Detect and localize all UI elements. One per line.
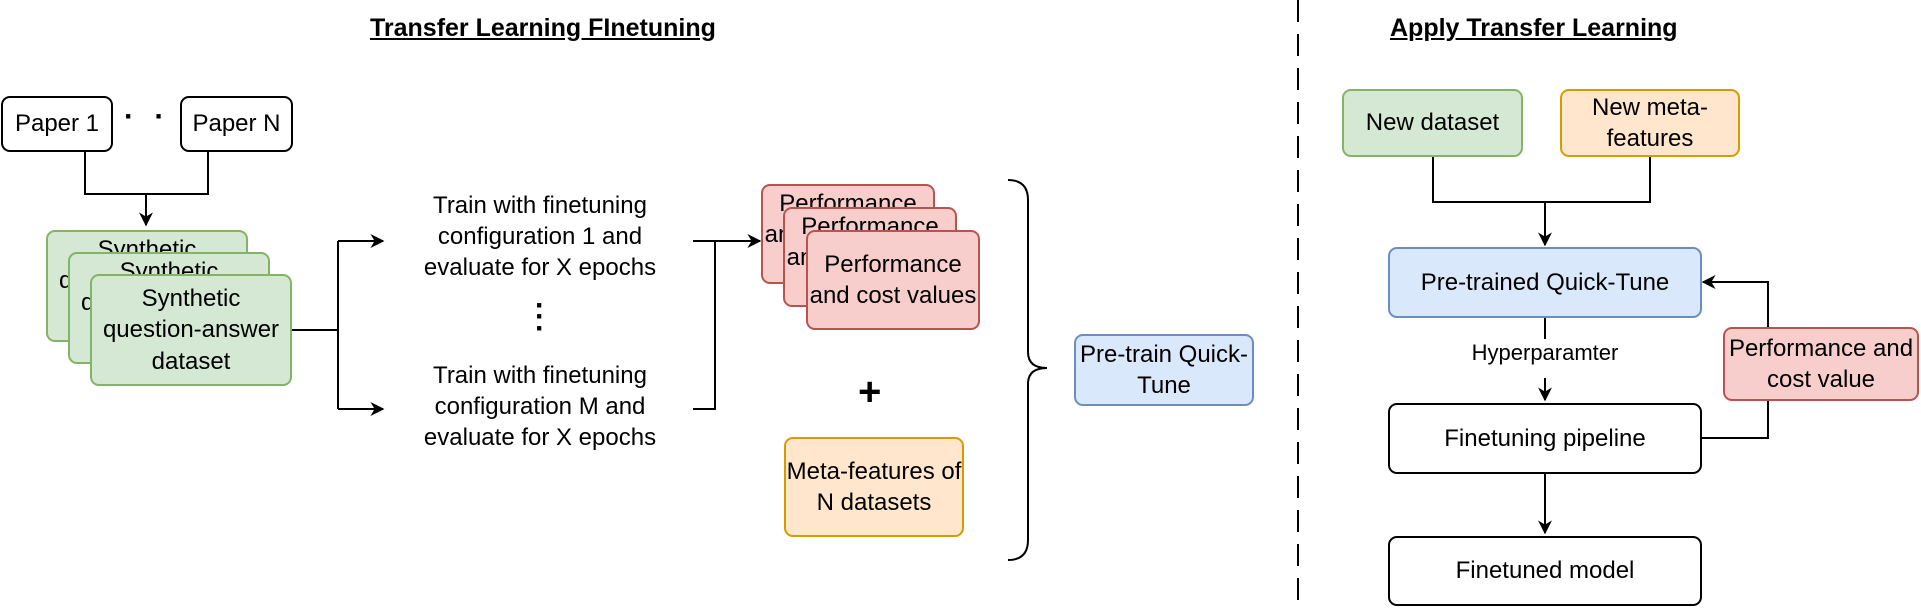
right-section-title: Apply Transfer Learning [1390, 14, 1678, 42]
finetuned-model-box: Finetuned model [1388, 536, 1702, 606]
finetuning-pipeline-box: Finetuning pipeline [1388, 403, 1702, 474]
train-config-bottom-label: Train with finetuning configuration M an… [423, 362, 657, 452]
pretrained-quicktune-box: Pre-trained Quick-Tune [1388, 247, 1702, 318]
left-section-title: Transfer Learning FInetuning [370, 14, 716, 42]
paper-first-box: Paper 1 [1, 96, 113, 152]
pretrain-quicktune-box: Pre-train Quick-Tune [1074, 334, 1254, 406]
paper-last-box: Paper N [180, 96, 293, 152]
hyperparameter-edge-label: Hyperparamter [1440, 339, 1650, 368]
summary-brace [1007, 179, 1048, 561]
new-inputs-to-pretrained-arrow [1432, 157, 1651, 245]
train-vertical-ellipsis: ··· [535, 289, 545, 345]
new-dataset-box: New dataset [1342, 89, 1523, 157]
papers-to-dataset-arrow [84, 150, 209, 225]
perf-cost-value-box: Performance and cost value [1723, 327, 1919, 401]
dataset-stack-front: Synthetic question-answer dataset [90, 274, 292, 386]
meta-features-box: Meta-features of N datasets [784, 437, 964, 537]
plus-sign: + [858, 370, 882, 414]
new-meta-features-box: New meta-features [1560, 89, 1740, 157]
train-config-top-label: Train with finetuning configuration 1 an… [423, 192, 657, 282]
fork-to-train-top-arrow [337, 241, 383, 409]
perf-stack-front: Performance and cost values [806, 230, 980, 330]
train-bottom-merge-connector [693, 241, 716, 410]
